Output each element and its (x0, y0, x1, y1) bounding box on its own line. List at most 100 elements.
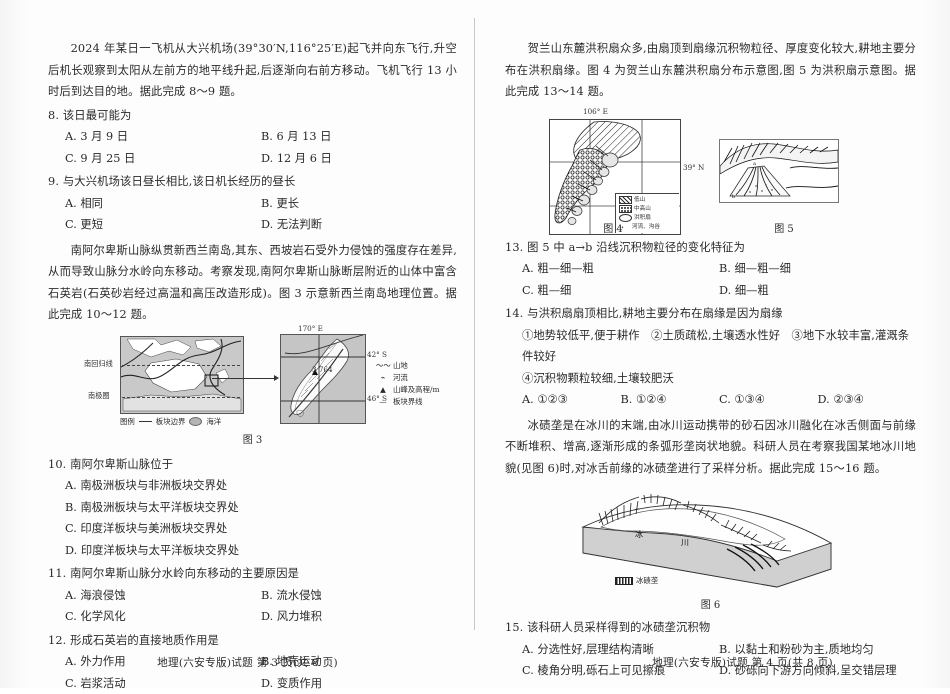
figure-3-caption: 图 3 (48, 431, 457, 446)
legend-label-mountain: 山地 (393, 360, 408, 372)
option-11-d[interactable]: D. 风力堆积 (261, 606, 457, 628)
figure-3-world-map (120, 336, 244, 414)
figure-4-latitude-label: 39° N (683, 163, 704, 172)
option-10-d[interactable]: D. 印度洋板块与太平洋板块交界处 (48, 540, 457, 562)
legend-label-mid-high-mountain: 中高山 (634, 205, 651, 214)
legend-label-peak: 山峰及高程/m (393, 384, 439, 396)
passage-southern-alps: 南阿尔卑斯山脉纵贯新西兰南岛,其东、西坡岩石受外力侵蚀的强度存在差异,从而导致山… (48, 240, 457, 326)
right-page-column: 贺兰山东麓洪积扇众多,由扇顶到扇缘沉积物粒径、厚度变化较大,耕地主要分布在洪积扇… (475, 0, 950, 688)
figure-5-sketch-box: a b (719, 139, 839, 203)
option-10-b[interactable]: B. 南极洲板块与太平洋板块交界处 (48, 497, 457, 519)
question-13-options-row2: C. 粗—细 D. 细—粗 (505, 280, 916, 302)
figure-5-caption: 图 5 (709, 220, 859, 235)
figure-4-5-row: 106° E (505, 107, 916, 235)
legend-label-river: 河流 (393, 372, 408, 384)
figure-3-connector-line (212, 378, 274, 379)
figure-3-world-legend: 图例 板块边界 海洋 (120, 416, 221, 427)
option-12-c[interactable]: C. 岩浆活动 (65, 673, 261, 694)
option-8-b[interactable]: B. 6 月 13 日 (261, 126, 457, 148)
option-9-a[interactable]: A. 相同 (65, 193, 261, 215)
legend-item-peak: ▲ 山峰及高程/m (376, 384, 439, 396)
legend-item-mountain: 〜〜 山地 (376, 360, 439, 372)
passage-moraine-ridge: 冰碛垄是在冰川的末端,由冰川运动携带的砂石因冰川融化在冰舌侧面与前缘不断堆积、增… (505, 415, 916, 480)
question-10-stem: 10. 南阿尔卑斯山脉位于 (48, 454, 457, 476)
question-11-options-row2: C. 化学风化 D. 风力堆积 (48, 606, 457, 628)
peak-symbol-icon: ▲ (376, 384, 390, 396)
tropic-of-capricorn-line (122, 365, 240, 366)
question-12-options-row2: C. 岩浆活动 D. 变质作用 (48, 673, 457, 694)
question-9-options-row2: C. 更短 D. 无法判断 (48, 214, 457, 236)
option-8-a[interactable]: A. 3 月 9 日 (65, 126, 261, 148)
figure-3-connector-arrow-icon (274, 375, 279, 381)
option-8-c[interactable]: C. 9 月 25 日 (65, 148, 261, 170)
question-14-options-row: A. ①②③ B. ①②④ C. ①③④ D. ②③④ (505, 389, 916, 411)
question-14-sub-options-line-2: ④沉积物颗粒较细,土壤较肥沃 (505, 368, 916, 390)
question-15-stem: 15. 该科研人员采样得到的冰碛垄沉积物 (505, 617, 916, 639)
option-13-a[interactable]: A. 粗—细—粗 (522, 258, 719, 280)
figure-4-map-box: 低山 中高山 洪积扇 ➝ 河流、沟谷 (549, 119, 681, 235)
figure-3-legend-plate: 板块边界 (156, 416, 186, 427)
figure-3-legend-title: 图例 (120, 416, 135, 427)
question-8-stem: 8. 该日最可能为 (48, 105, 457, 127)
right-page-footer: 地理(六安专版)试题 第 4 页(共 8 页) (475, 655, 950, 670)
figure-3-peak-elevation-label: 3 764 (312, 365, 333, 374)
option-14-a[interactable]: A. ①②③ (522, 389, 621, 411)
option-12-d[interactable]: D. 变质作用 (261, 673, 457, 694)
low-mountain-swatch-icon (619, 196, 632, 204)
figure-4: 106° E (527, 107, 699, 235)
question-9-stem: 9. 与大兴机场该日昼长相比,该日机长经历的昼长 (48, 171, 457, 193)
question-14-sub-options-line-1: ①地势较低平,便于耕作 ②土质疏松,土壤透水性好 ③地下水较丰富,灌溉条件较好 (505, 325, 916, 368)
option-10-a[interactable]: A. 南极洲板块与非洲板块交界处 (48, 475, 457, 497)
legend-item-low-mountain: 低山 (619, 196, 677, 205)
legend-item-plate-line: — 板块界线 (376, 396, 439, 408)
legend-label-plate-line: 板块界线 (393, 396, 423, 408)
option-8-d[interactable]: D. 12 月 6 日 (261, 148, 457, 170)
option-13-b[interactable]: B. 细—粗—细 (719, 258, 916, 280)
legend-item-river: ⌁ 河流 (376, 372, 439, 384)
figure-3-legend-ocean: 海洋 (206, 416, 221, 427)
option-11-a[interactable]: A. 海浪侵蚀 (65, 585, 261, 607)
option-14-b[interactable]: B. ①②④ (621, 389, 720, 411)
option-14-c[interactable]: C. ①③④ (719, 389, 818, 411)
question-11-options-row1: A. 海浪侵蚀 B. 流水侵蚀 (48, 585, 457, 607)
figure-4-caption: 图 4 (527, 220, 699, 235)
figure-6-legend: 冰碛垄 (615, 575, 658, 586)
mountain-symbol-icon: 〜〜 (376, 360, 390, 372)
question-14-stem: 14. 与洪积扇扇顶相比,耕地主要分布在扇缘是因为扇缘 (505, 303, 916, 325)
option-13-d[interactable]: D. 细—粗 (719, 280, 916, 302)
tropic-of-capricorn-label: 南回归线 (84, 359, 113, 369)
passage-alluvial-fans: 贺兰山东麓洪积扇众多,由扇顶到扇缘沉积物粒径、厚度变化较大,耕地主要分布在洪积扇… (505, 38, 916, 103)
question-11-stem: 11. 南阿尔卑斯山脉分水岭向东移动的主要原因是 (48, 563, 457, 585)
question-12-stem: 12. 形成石英岩的直接地质作用是 (48, 630, 457, 652)
option-11-b[interactable]: B. 流水侵蚀 (261, 585, 457, 607)
option-10-c[interactable]: C. 印度洋板块与美洲板块交界处 (48, 518, 457, 540)
question-13-stem: 13. 图 5 中 a→b 沿线沉积物粒径的变化特征为 (505, 237, 916, 259)
river-symbol-icon: ⌁ (376, 372, 390, 384)
legend-label-low-mountain: 低山 (634, 196, 645, 205)
left-page-column: 2024 年某日一飞机从大兴机场(39°30′N,116°25′E)起飞并向东飞… (0, 0, 475, 688)
figure-6-caption: 图 6 (505, 596, 916, 611)
svg-text:b: b (732, 194, 735, 200)
plate-line-symbol-icon: — (376, 396, 390, 408)
passage-flight: 2024 年某日一飞机从大兴机场(39°30′N,116°25′E)起飞并向东飞… (48, 38, 457, 103)
figure-3-inset-legend: 〜〜 山地 ⌁ 河流 ▲ 山峰及高程/m — 板块界线 (376, 360, 439, 408)
option-11-c[interactable]: C. 化学风化 (65, 606, 261, 628)
option-13-c[interactable]: C. 粗—细 (522, 280, 719, 302)
ocean-swatch-icon (189, 417, 202, 426)
legend-label-moraine-ridge: 冰碛垄 (636, 575, 658, 586)
figure-3-latitude-top-label: 42° S (367, 350, 387, 359)
option-14-d[interactable]: D. ②③④ (818, 389, 917, 411)
option-9-d[interactable]: D. 无法判断 (261, 214, 457, 236)
figure-3-south-island-inset (280, 334, 366, 424)
figure-4-longitude-label: 106° E (583, 107, 608, 116)
moraine-ridge-swatch-icon (615, 577, 633, 585)
figure-5: a b 图 5 (709, 107, 859, 235)
option-9-c[interactable]: C. 更短 (65, 214, 261, 236)
left-page-footer: 地理(六安专版)试题 第 3 页(共 8 页) (0, 655, 485, 670)
antarctic-circle-label: 南极圈 (88, 391, 110, 401)
option-9-b[interactable]: B. 更长 (261, 193, 457, 215)
antarctic-circle-line (122, 397, 240, 398)
figure-6: 冰 川 冰碛垄 图 6 (505, 483, 916, 615)
figure-3: 南回归线 南极圈 图例 板块边界 海洋 (48, 332, 457, 444)
